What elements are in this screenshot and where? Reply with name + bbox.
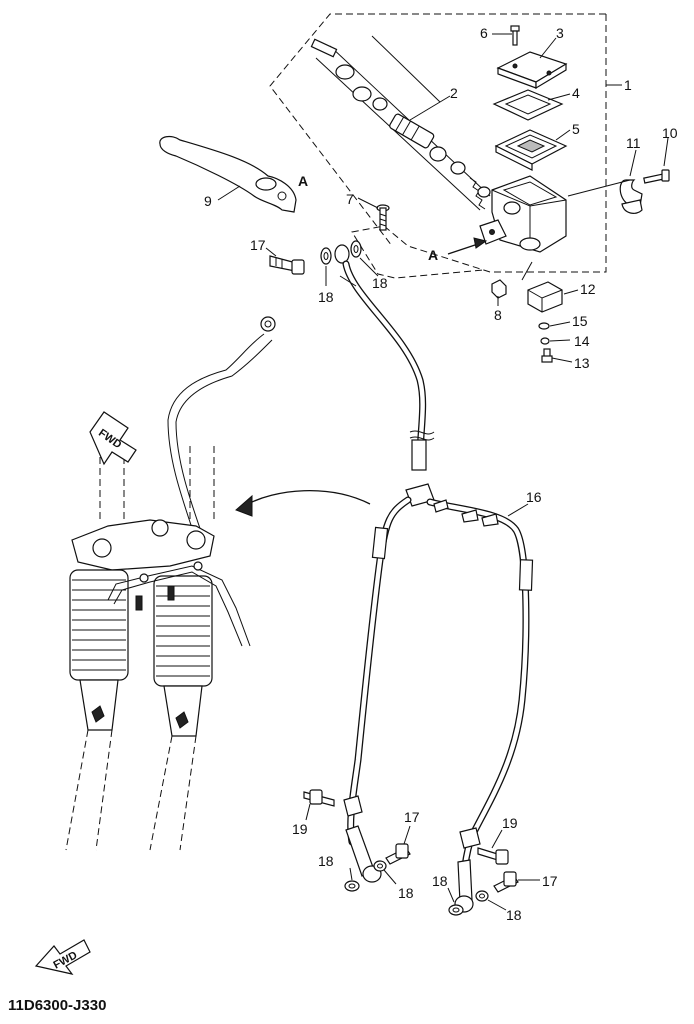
callout-4: 4 [572,85,580,101]
pivot-bolt [376,204,390,231]
master-cylinder-holder [567,179,643,214]
drawing-code: 11D6300-J330 [8,997,106,1014]
fork-gaiter-left [69,569,129,681]
callout-3: 3 [556,25,564,41]
holder-bolt [643,169,670,184]
callout-8: 8 [494,307,502,323]
callout-18-lower-3: 18 [432,873,448,889]
crush-washer-lower-1 [344,880,360,892]
master-cylinder-body [479,175,567,253]
callout-11: 11 [626,135,641,151]
callout-13: 13 [574,355,590,371]
front-brake-switch [521,261,563,313]
callout-numbers: 1 2 3 4 5 6 7 8 9 10 11 12 13 14 15 16 1… [204,25,678,923]
fwd-arrow-top [89,411,137,466]
fwd-arrow-bottom: FWD [34,939,91,975]
crush-washer-lower-3 [448,904,464,916]
callout-17-upper: 17 [250,237,266,253]
callout-10: 10 [662,125,678,141]
pivot-nut [491,279,507,299]
crush-washer-upper-right [350,240,362,258]
diaphragm-holder [492,89,564,121]
view-a-arrow [447,237,488,255]
crush-washer-lower-4 [475,890,489,902]
hose-guide-bolt-left [303,789,335,807]
callout-18-lower-2: 18 [398,885,414,901]
callout-7: 7 [346,191,354,207]
hose-guide-bolt-right [477,847,509,865]
callout-17-lower-right: 17 [542,873,558,889]
fork-gaiter-right [153,575,213,687]
view-marker-lever: A [298,173,308,189]
crush-washer-lower-2 [373,860,387,872]
callout-6: 6 [480,25,488,41]
callout-2: 2 [450,85,458,101]
callout-5: 5 [572,121,580,137]
banjo-bolt-lower-right [493,871,519,893]
callout-17-lower-left: 17 [404,809,420,825]
location-arrow [235,490,371,517]
callout-18-lower-1: 18 [318,853,334,869]
crush-washer-upper-left [320,247,332,265]
cap-screw [510,25,520,46]
switch-spring-washer [540,337,550,345]
callout-12: 12 [580,281,596,297]
callout-18-upper-left: 18 [318,289,334,305]
front-fork-reference [65,316,276,851]
switch-washer [538,322,550,330]
callout-18-lower-4: 18 [506,907,522,923]
view-marker-body: A [428,247,438,263]
callout-16: 16 [526,489,542,505]
callout-14: 14 [574,333,590,349]
callout-19-left: 19 [292,821,308,837]
callout-9: 9 [204,193,212,209]
reservoir-cap [496,51,568,90]
brake-lever [159,135,297,213]
banjo-bolt-upper [269,255,305,275]
piston-kit [310,35,491,211]
callout-1: 1 [624,77,632,93]
callout-19-right: 19 [502,815,518,831]
switch-screw [541,348,553,363]
brake-hose [334,244,534,913]
leader-lines [217,33,669,911]
callout-18-upper-right: 18 [372,275,388,291]
callout-15: 15 [572,313,588,329]
banjo-bolt-lower-left [385,843,411,865]
diaphragm [494,129,568,171]
